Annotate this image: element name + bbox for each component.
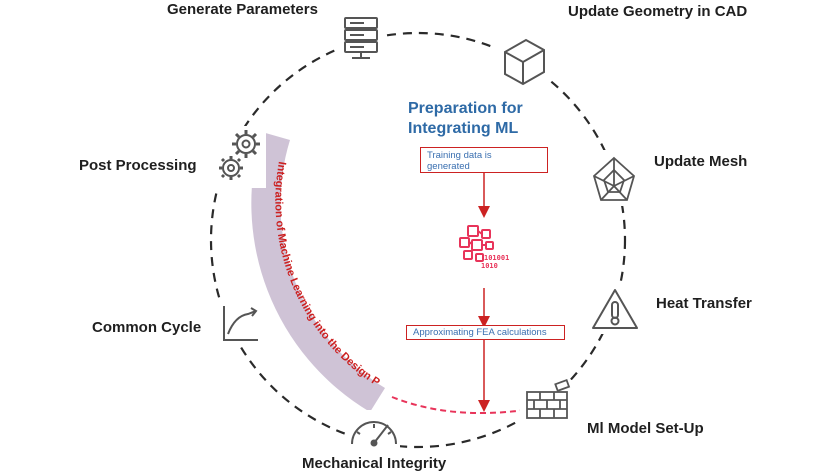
training-data-line-2: generated <box>427 161 470 172</box>
preparation-title: Preparation for Integrating ML <box>408 99 558 139</box>
training-data-box: Training data is generated <box>420 147 548 173</box>
label-update-mesh: Update Mesh <box>654 153 748 170</box>
label-ml-model-setup: Ml Model Set-Up <box>587 420 704 437</box>
binary-line-2: 1010 <box>481 262 498 270</box>
label-common-cycle: Common Cycle <box>92 319 202 336</box>
label-generate-parameters: Generate Parameters <box>167 1 318 18</box>
machine-learning-icon <box>459 225 494 262</box>
preparation-title-line-2: Integrating ML <box>408 120 519 137</box>
stress-strain-curve-icon <box>223 306 258 341</box>
pink-dashed-link <box>391 396 526 414</box>
label-post-processing: Post Processing <box>79 157 197 174</box>
gauge-icon <box>351 421 397 447</box>
approximating-fea-text: Approximating FEA calculations <box>413 327 547 338</box>
thermometer-warning-icon <box>592 289 638 329</box>
cycle-circle <box>209 31 627 449</box>
approximating-fea-box: Approximating FEA calculations <box>406 325 565 340</box>
brick-wall-icon <box>526 378 571 419</box>
training-data-line-1: Training data is <box>427 150 492 161</box>
label-mechanical-integrity: Mechanical Integrity <box>302 455 447 472</box>
binary-line-1: 101001 <box>484 254 509 262</box>
gears-icon <box>219 130 260 180</box>
label-update-geometry: Update Geometry in CAD <box>568 3 748 20</box>
cube-icon <box>504 38 545 86</box>
mesh-icon <box>592 156 636 201</box>
label-heat-transfer: Heat Transfer <box>656 295 752 312</box>
preparation-title-line-1: Preparation for <box>408 100 523 117</box>
server-icon <box>344 17 378 59</box>
